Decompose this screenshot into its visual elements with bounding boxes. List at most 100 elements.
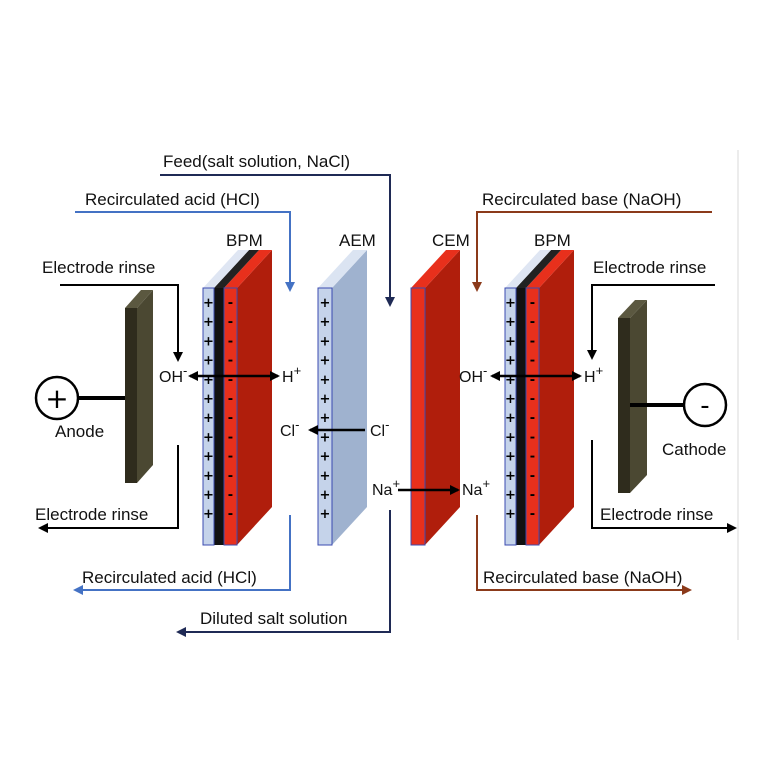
anode-electrode <box>125 290 153 483</box>
aem-positive-sign: + <box>320 469 331 484</box>
oh-left-ion: OH- <box>159 363 187 386</box>
base-out-line <box>476 515 692 595</box>
feed-line <box>160 174 395 307</box>
bpm-right-negative-sign: - <box>530 450 535 465</box>
bpm-left-negative-sign: - <box>228 373 233 388</box>
cathode-electrode <box>618 300 647 493</box>
bpm-left-positive-sign: + <box>203 334 214 349</box>
bpm-left-positive-sign: + <box>203 507 214 522</box>
bpm-right-negative-sign: - <box>530 411 535 426</box>
cl-right-ion: Cl- <box>370 417 389 440</box>
bpm-left-negative-sign: - <box>228 469 233 484</box>
bpm-left-positive-sign: + <box>203 373 214 388</box>
bpm-left-positive-sign: + <box>203 469 214 484</box>
bpm-left-negative-sign: - <box>228 392 233 407</box>
aem-membrane <box>317 250 367 546</box>
rinse-left-in-line <box>60 284 183 362</box>
bpm-left-positive-sign: + <box>203 354 214 369</box>
bpm-left-positive-sign: + <box>203 296 214 311</box>
rinse-right-in-label: Electrode rinse <box>593 258 706 277</box>
bpm-right-negative-sign: - <box>530 430 535 445</box>
bpm-left-negative-sign: - <box>228 488 233 503</box>
cl-left-ion: Cl- <box>280 417 299 440</box>
diluted-line <box>176 510 391 637</box>
aem-positive-sign: + <box>320 488 331 503</box>
base-out-label: Recirculated base (NaOH) <box>483 568 682 587</box>
aem-positive-sign: + <box>320 373 331 388</box>
cem-label: CEM <box>432 231 470 250</box>
acid-out-line <box>73 515 291 595</box>
bpm-left-negative-sign: - <box>228 450 233 465</box>
rinse-right-in-line <box>587 284 715 360</box>
bpm-left-membrane <box>202 250 272 546</box>
bpm-left-negative-sign: - <box>228 430 233 445</box>
anode-terminal <box>34 375 80 421</box>
bpm-right-negative-sign: - <box>530 296 535 311</box>
cathode-sign: - <box>700 391 709 421</box>
bpm-left-positive-sign: + <box>203 315 214 330</box>
feed-label: Feed(salt solution, NaCl) <box>163 152 350 171</box>
bpm-right-positive-sign: + <box>505 354 516 369</box>
bpm-right-negative-sign: - <box>530 373 535 388</box>
na-right-ion: Na+ <box>462 476 490 499</box>
bpm-right-positive-sign: + <box>505 392 516 407</box>
bpm-right-negative-sign: - <box>530 315 535 330</box>
base-in-label: Recirculated base (NaOH) <box>482 190 681 209</box>
cathode-terminal <box>682 382 728 428</box>
bpm-right-positive-sign: + <box>505 488 516 503</box>
acid-in-line <box>75 211 295 292</box>
aem-positive-sign: + <box>320 354 331 369</box>
bpm-right-positive-sign: + <box>505 507 516 522</box>
bpm-left-positive-sign: + <box>203 411 214 426</box>
bpm-right-negative-sign: - <box>530 507 535 522</box>
bpm-right-positive-sign: + <box>505 296 516 311</box>
bpm-right-positive-sign: + <box>505 373 516 388</box>
bpm-right-negative-sign: - <box>530 469 535 484</box>
bpm-right-positive-sign: + <box>505 315 516 330</box>
bpm-left-negative-sign: - <box>228 354 233 369</box>
aem-positive-sign: + <box>320 315 331 330</box>
rinse-left-in-label: Electrode rinse <box>42 258 155 277</box>
diluted-label: Diluted salt solution <box>200 609 347 628</box>
bpm-left-positive-sign: + <box>203 450 214 465</box>
h-left-ion: H+ <box>282 363 301 386</box>
na-left-ion: Na+ <box>372 476 400 499</box>
base-in-line <box>472 211 712 292</box>
bpm-left-negative-sign: - <box>228 315 233 330</box>
aem-positive-sign: + <box>320 296 331 311</box>
bpm-right-positive-sign: + <box>505 411 516 426</box>
aem-positive-sign: + <box>320 507 331 522</box>
bpm-right-negative-sign: - <box>530 392 535 407</box>
rinse-right-out-label: Electrode rinse <box>600 505 713 524</box>
cathode-label: Cathode <box>662 440 726 459</box>
h-right-ion: H+ <box>584 363 603 386</box>
bpm-left-negative-sign: - <box>228 507 233 522</box>
bpm-right-positive-sign: + <box>505 469 516 484</box>
aem-label: AEM <box>339 231 376 250</box>
bpm-right-negative-sign: - <box>530 488 535 503</box>
membrane-charge-signs: ++++++++++++------------++++++++++++++++… <box>203 296 535 522</box>
aem-positive-sign: + <box>320 392 331 407</box>
oh-right-ion: OH- <box>459 363 487 386</box>
rinse-left-out-label: Electrode rinse <box>35 505 148 524</box>
aem-positive-sign: + <box>320 430 331 445</box>
aem-positive-sign: + <box>320 334 331 349</box>
bpm-left-positive-sign: + <box>203 392 214 407</box>
bpm-right-positive-sign: + <box>505 430 516 445</box>
anode-sign: + <box>45 382 68 415</box>
bpm-left-negative-sign: - <box>228 296 233 311</box>
anode-label: Anode <box>55 422 104 441</box>
bpm-right-positive-sign: + <box>505 450 516 465</box>
bpm-left-positive-sign: + <box>203 430 214 445</box>
bpm-left-negative-sign: - <box>228 334 233 349</box>
rinse-right-out-line <box>591 440 737 533</box>
aem-positive-sign: + <box>320 411 331 426</box>
rinse-left-out-line <box>38 445 179 533</box>
bpm-right-membrane <box>504 250 574 546</box>
bpm-left-label: BPM <box>226 231 263 250</box>
bpm-right-negative-sign: - <box>530 334 535 349</box>
bpm-left-negative-sign: - <box>228 411 233 426</box>
cem-membrane <box>410 250 460 546</box>
bpm-right-label: BPM <box>534 231 571 250</box>
